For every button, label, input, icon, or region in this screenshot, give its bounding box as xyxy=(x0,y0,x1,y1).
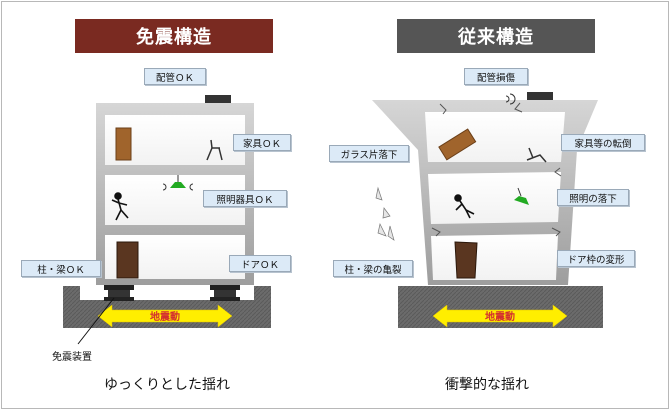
right-floor-1 xyxy=(431,234,558,280)
right-roof-vibration xyxy=(505,93,516,105)
isolator-right xyxy=(210,285,240,301)
left-person-icon xyxy=(111,192,129,221)
right-label-columns: 柱・梁の亀裂 xyxy=(333,260,413,277)
left-door-icon xyxy=(116,241,139,279)
left-title: 免震構造 xyxy=(136,27,212,48)
right-person-icon xyxy=(454,194,475,219)
right-roof-unit xyxy=(527,92,553,100)
right-label-lighting: 照明の落下 xyxy=(557,189,629,206)
left-cabinet-icon xyxy=(115,127,132,161)
right-caption: 衝撃的な揺れ xyxy=(445,377,529,393)
right-label-glass: ガラス片落下 xyxy=(329,145,409,162)
left-chair-icon xyxy=(206,139,223,161)
right-title-banner: 従来構造 xyxy=(397,19,595,53)
right-label-pipes: 配管損傷 xyxy=(464,68,528,85)
right-title: 従来構造 xyxy=(458,27,534,48)
right-lamp-icon xyxy=(514,187,529,205)
right-cabinet-icon xyxy=(438,128,477,161)
left-building: 地震動 xyxy=(63,95,271,345)
right-cracks xyxy=(431,102,562,237)
left-ground-motion-arrow: 地震動 xyxy=(97,304,233,328)
left-lamp-icon xyxy=(162,175,194,191)
right-label-door: ドア枠の変形 xyxy=(557,250,635,267)
right-ground-motion-label: 地震動 xyxy=(485,310,515,323)
left-title-banner: 免震構造 xyxy=(75,19,273,53)
left-caption: ゆっくりとした揺れ xyxy=(104,377,230,393)
left-label-pipes: 配管ＯＫ xyxy=(144,68,206,85)
left-label-furniture: 家具ＯＫ xyxy=(233,134,291,151)
isolator-left xyxy=(104,285,134,301)
left-label-door: ドアＯＫ xyxy=(229,255,291,272)
left-roof-unit xyxy=(205,95,231,103)
right-floor-2 xyxy=(428,172,561,224)
left-label-lighting: 照明器具ＯＫ xyxy=(203,190,287,207)
right-door-icon xyxy=(454,241,478,279)
isolator-pointer xyxy=(77,297,115,345)
right-building: 地震動 xyxy=(372,92,603,328)
right-ground-motion-arrow: 地震動 xyxy=(432,304,568,328)
left-ground-motion-label: 地震動 xyxy=(150,310,180,323)
left-label-columns: 柱・梁ＯＫ xyxy=(21,260,101,277)
isolator-label: 免震装置 xyxy=(52,352,92,363)
right-chair-icon xyxy=(526,147,547,163)
right-glass-shards xyxy=(375,186,395,241)
right-label-furniture: 家具等の転倒 xyxy=(561,134,645,151)
